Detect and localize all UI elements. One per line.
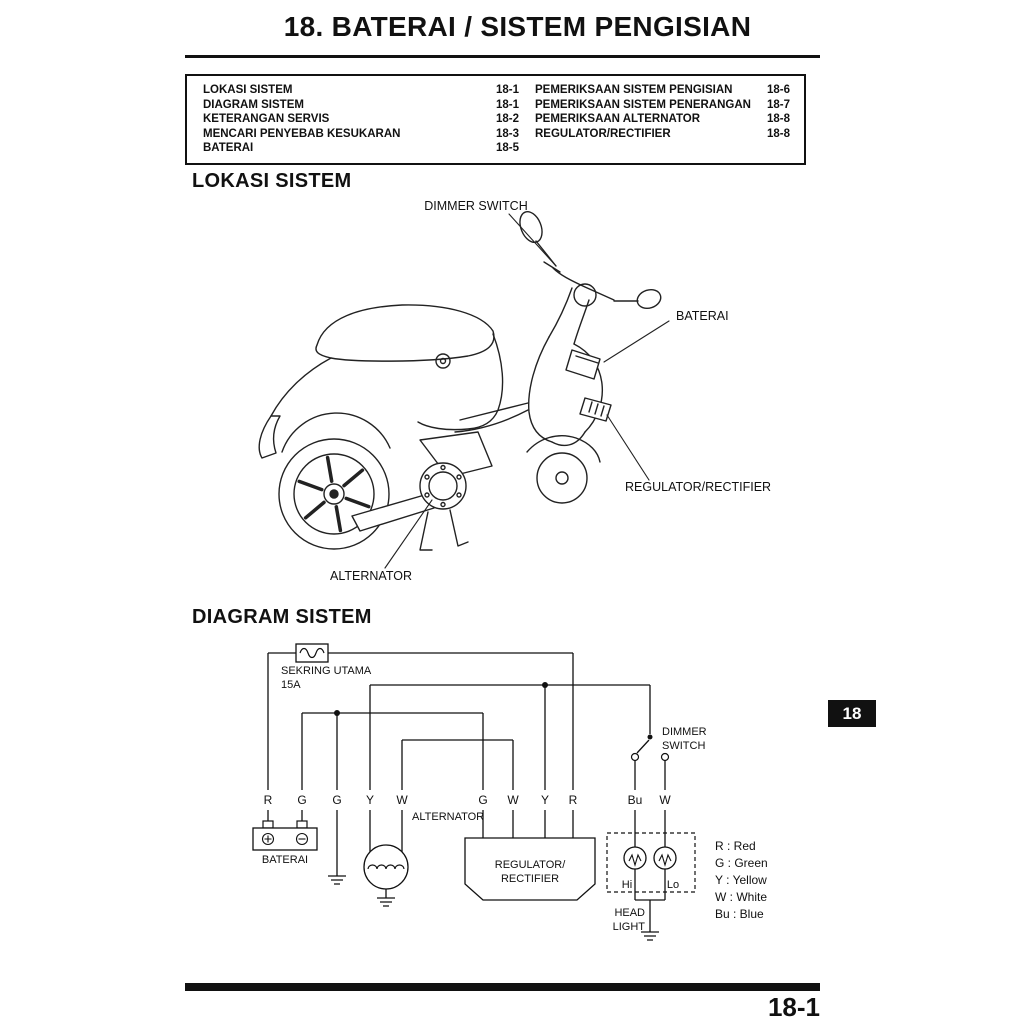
scooter-engine-area <box>351 431 493 551</box>
callout-baterai: BATERAI <box>676 309 729 323</box>
callout-leader-lines <box>384 213 670 569</box>
scooter-regulator-part <box>579 397 612 422</box>
alternator-symbol: ALTERNATOR <box>363 811 484 907</box>
toc-label: MENCARI PENYEBAB KESUKARAN <box>203 127 401 140</box>
regulator-label-line2: RECTIFIER <box>501 873 559 885</box>
battery-symbol: BATERAI <box>252 820 318 866</box>
regulator-label-line1: REGULATOR/ <box>495 859 566 871</box>
scooter-mirrors-handlebar <box>519 210 662 345</box>
toc-page: 18-1 <box>495 84 519 96</box>
callout-alternator: ALTERNATOR <box>330 569 412 583</box>
footer-rule <box>185 983 820 991</box>
page-number: 18-1 <box>767 992 820 1022</box>
toc-column-right: PEMERIKSAAN SISTEM PENGISIAN 18-6 PEMERIK… <box>535 83 790 163</box>
toc-page: 18-6 <box>766 84 790 96</box>
legend-entry: Bu : Blue <box>715 907 764 921</box>
battery-label: BATERAI <box>262 854 308 866</box>
junction-dot <box>334 710 340 716</box>
hi-beam-bulb <box>623 846 647 870</box>
headlight-symbol: Hi Lo HEAD LIGHT <box>606 832 696 941</box>
toc-entry: MENCARI PENYEBAB KESUKARAN 18-3 <box>203 127 519 142</box>
terminal-label: G <box>478 793 487 807</box>
toc-box: LOKASI SISTEM 18-1 DIAGRAM SISTEM 18-1 KET… <box>185 74 806 165</box>
toc-label: KETERANGAN SERVIS <box>203 113 330 125</box>
terminal-label: W <box>396 793 408 807</box>
callout-dimmer-switch: DIMMER SWITCH <box>424 199 527 213</box>
legend-entry: Y : Yellow <box>715 873 767 887</box>
toc-page: 18-5 <box>495 142 519 154</box>
wiring-diagram: SEKRING UTAMA 15A R G G Y W G W Y R Bu W… <box>252 643 768 941</box>
toc-label: PEMERIKSAAN SISTEM PENGISIAN <box>535 84 733 96</box>
ground-symbol <box>328 875 346 885</box>
toc-entry: PEMERIKSAAN SISTEM PENERANGAN 18-7 <box>535 98 790 113</box>
headlight-label-line1: HEAD <box>614 907 645 919</box>
toc-label: BATERAI <box>203 142 254 154</box>
section-heading-lokasi-sistem: LOKASI SISTEM <box>192 170 352 192</box>
toc-page: 18-8 <box>766 113 790 125</box>
toc-entry: DIAGRAM SISTEM 18-1 <box>203 98 519 113</box>
callout-regulator-rectifier: REGULATOR/RECTIFIER <box>625 480 771 494</box>
toc-entry: BATERAI 18-5 <box>203 141 519 156</box>
alternator-label: ALTERNATOR <box>412 811 484 823</box>
chapter-tab: 18 <box>828 700 876 727</box>
terminal-label: W <box>507 793 519 807</box>
terminal-label: R <box>264 793 273 807</box>
terminal-label: R <box>569 793 578 807</box>
terminal-label: Y <box>366 793 374 807</box>
scooter-rear-wheel <box>278 438 390 550</box>
toc-entry: LOKASI SISTEM 18-1 <box>203 83 519 98</box>
toc-column-left: LOKASI SISTEM 18-1 DIAGRAM SISTEM 18-1 KET… <box>203 83 519 163</box>
terminal-label: W <box>659 793 671 807</box>
title-rule <box>185 55 820 58</box>
legend-entry: W : White <box>715 890 767 904</box>
toc-entry: KETERANGAN SERVIS 18-2 <box>203 112 519 127</box>
toc-entry: REGULATOR/RECTIFIER 18-8 <box>535 127 790 142</box>
headlight-label-line2: LIGHT <box>613 921 646 933</box>
lo-beam-bulb <box>653 846 677 870</box>
toc-label: PEMERIKSAAN ALTERNATOR <box>535 113 701 125</box>
legend-entry: G : Green <box>715 856 768 870</box>
dimmer-label-line1: DIMMER <box>662 726 707 738</box>
hi-label: Hi <box>622 879 632 891</box>
toc-page: 18-3 <box>495 127 519 140</box>
dimmer-label-line2: SWITCH <box>662 740 705 752</box>
fuse-label: SEKRING UTAMA <box>281 665 372 677</box>
toc-page: 18-2 <box>495 113 519 125</box>
terminal-label: Y <box>541 793 549 807</box>
ground-symbol <box>641 931 659 941</box>
scooter-battery-part <box>565 349 601 380</box>
lo-label: Lo <box>667 879 679 891</box>
toc-label: PEMERIKSAAN SISTEM PENERANGAN <box>535 98 751 111</box>
wiring-wires <box>267 652 666 876</box>
toc-page: 18-8 <box>766 127 790 140</box>
dimmer-switch-symbol: DIMMER SWITCH <box>630 726 707 790</box>
terminal-label: G <box>332 793 341 807</box>
toc-label: DIAGRAM SISTEM <box>203 98 304 111</box>
section-heading-diagram-sistem: DIAGRAM SISTEM <box>192 606 372 628</box>
fuse-rating: 15A <box>281 679 301 691</box>
regulator-symbol: REGULATOR/ RECTIFIER <box>464 837 596 901</box>
toc-label: REGULATOR/RECTIFIER <box>535 127 671 140</box>
wire-color-legend: R : Red G : Green Y : Yellow W : White B… <box>715 839 768 921</box>
wire-terminal-labels: R G G Y W G W Y R Bu W <box>264 793 672 807</box>
page-title: 18. BATERAI / SISTEM PENGISIAN <box>283 11 752 42</box>
terminal-label: Bu <box>628 793 643 807</box>
toc-label: LOKASI SISTEM <box>203 84 293 96</box>
scooter-seat-body <box>258 304 504 459</box>
junction-dot <box>542 682 548 688</box>
terminal-label: G <box>297 793 306 807</box>
fuse-symbol <box>295 643 329 663</box>
toc-page: 18-1 <box>495 98 519 111</box>
toc-page: 18-7 <box>766 98 790 111</box>
scooter-illustration: DIMMER SWITCH BATERAI REGULATOR/RECTIFIE… <box>258 199 771 583</box>
toc-entry: PEMERIKSAAN SISTEM PENGISIAN 18-6 <box>535 83 790 98</box>
toc-entry: PEMERIKSAAN ALTERNATOR 18-8 <box>535 112 790 127</box>
legend-entry: R : Red <box>715 839 756 853</box>
ground-symbol <box>377 897 395 907</box>
scooter-front-body <box>454 336 604 504</box>
